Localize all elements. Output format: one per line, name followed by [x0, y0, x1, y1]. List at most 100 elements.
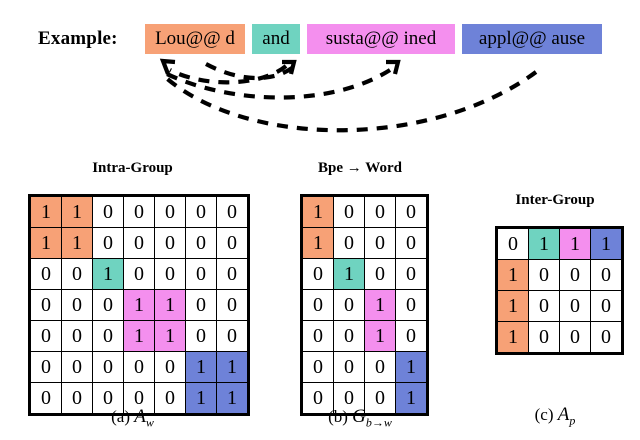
matrix-cell: 0: [301, 258, 334, 290]
token-chip-sustained: susta@@ ined: [307, 24, 455, 54]
matrix-cell: 0: [154, 258, 186, 290]
matrix-cell: 0: [395, 227, 428, 259]
matrix-cell: 0: [395, 258, 428, 290]
matrix-cell: 0: [92, 351, 124, 383]
matrix-cell: 1: [216, 351, 249, 383]
matrix-cell: 1: [496, 321, 529, 354]
matrix-cell: 0: [301, 289, 334, 321]
matrix-cell: 1: [29, 227, 62, 259]
matrix-cell: 0: [528, 290, 560, 322]
matrix-cell: 0: [301, 382, 334, 415]
matrix-cell: 1: [559, 227, 591, 260]
matrix-cell: 0: [216, 320, 249, 352]
matrix-cell: 1: [61, 195, 93, 228]
matrix-cell: 1: [92, 258, 124, 290]
matrix-cell: 0: [123, 351, 155, 383]
matrix-cell: 1: [395, 351, 428, 383]
matrix-cell: 0: [92, 320, 124, 352]
matrix-cell: 0: [395, 289, 428, 321]
matrix-cell: 0: [61, 289, 93, 321]
panel-caption-bpe-to-word: (b) Gb→w: [280, 406, 440, 430]
matrix-cell: 1: [590, 227, 623, 260]
matrix-cell: 0: [154, 351, 186, 383]
caption-symbol-a: A: [134, 406, 146, 427]
caption-subscript-c: p: [569, 413, 576, 428]
caption-subscript-b: b→w: [365, 415, 392, 430]
matrix-cell: 1: [364, 289, 396, 321]
caption-prefix-c: (c): [534, 405, 554, 424]
matrix-cell: 0: [92, 195, 124, 228]
matrix-cell: 1: [61, 227, 93, 259]
matrix-cell: 0: [154, 227, 186, 259]
matrix-cell: 0: [528, 321, 560, 354]
matrix-cell: 0: [395, 195, 428, 228]
panel-title-intra-group: Intra-Group: [92, 160, 173, 176]
matrix-cell: 0: [92, 227, 124, 259]
matrix-cell: 1: [496, 290, 529, 322]
matrix-cell: 1: [364, 320, 396, 352]
matrix-cell: 1: [29, 195, 62, 228]
caption-symbol-c: A: [557, 404, 570, 425]
matrix-cell: 0: [590, 290, 623, 322]
matrix-cell: 0: [559, 290, 591, 322]
matrix-cell: 0: [216, 258, 249, 290]
matrix-cell: 0: [29, 289, 62, 321]
caption-subscript-a: w: [145, 415, 154, 430]
matrix-cell: 0: [154, 195, 186, 228]
token-chip-applause: appl@@ ause: [462, 24, 602, 54]
matrix-cell: 0: [559, 321, 591, 354]
arrowhead-loud: [159, 58, 176, 75]
matrix-cell: 0: [29, 382, 62, 415]
matrix-cell: 1: [216, 382, 249, 415]
matrix-cell: 1: [301, 227, 334, 259]
matrix-cell: 0: [123, 258, 155, 290]
matrix-cell: 0: [333, 195, 365, 228]
arrow-applause-to-loud: [162, 70, 538, 133]
matrix-cell: 1: [123, 320, 155, 352]
matrix-cell: 1: [333, 258, 365, 290]
matrix-cell: 0: [590, 259, 623, 291]
arrow-and-to-loud: [169, 64, 288, 85]
matrix-cell: 0: [29, 258, 62, 290]
example-label: Example:: [38, 28, 118, 49]
matrix-cell: 0: [301, 320, 334, 352]
matrix-cell: 0: [216, 227, 249, 259]
matrix-cell: 0: [61, 320, 93, 352]
matrix-cell: 1: [154, 289, 186, 321]
matrix-cell: 0: [333, 289, 365, 321]
matrix-cell: 0: [123, 382, 155, 415]
matrix-cell: 0: [29, 320, 62, 352]
matrix-cell: 0: [364, 382, 396, 415]
arrowhead-sustained: [386, 59, 401, 75]
matrix-cell: 0: [364, 351, 396, 383]
matrix-cell: 0: [216, 195, 249, 228]
matrix-cell: 1: [496, 259, 529, 291]
caption-symbol-b: G: [352, 406, 366, 427]
matrix-cell: 0: [590, 321, 623, 354]
matrix-cell: 0: [216, 289, 249, 321]
matrix-cell: 0: [185, 320, 217, 352]
matrix-cell: 0: [333, 320, 365, 352]
matrix-cell: 0: [154, 382, 186, 415]
panel-title-bpe-to-word: Bpe → Word: [318, 160, 402, 176]
matrix-cell: 1: [528, 227, 560, 260]
matrix-cell: 0: [185, 227, 217, 259]
